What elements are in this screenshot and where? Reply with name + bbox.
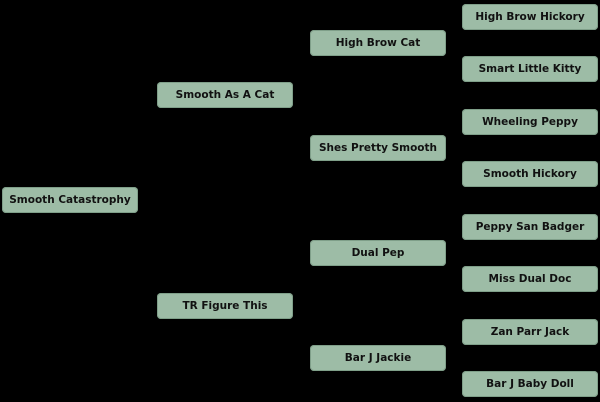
sire-dam-node: Shes Pretty Smooth xyxy=(310,135,446,161)
dam-dam-sire-node: Zan Parr Jack xyxy=(462,319,598,345)
sire-node: Smooth As A Cat xyxy=(157,82,293,108)
sire-sire-dam-node: Smart Little Kitty xyxy=(462,56,598,82)
dam-dam-node: Bar J Jackie xyxy=(310,345,446,371)
sire-dam-dam-node: Smooth Hickory xyxy=(462,161,598,187)
subject-node: Smooth Catastrophy xyxy=(2,187,138,213)
dam-sire-dam-node: Miss Dual Doc xyxy=(462,266,598,292)
sire-sire-sire-node: High Brow Hickory xyxy=(462,4,598,30)
sire-dam-sire-node: Wheeling Peppy xyxy=(462,109,598,135)
dam-node: TR Figure This xyxy=(157,293,293,319)
dam-sire-sire-node: Peppy San Badger xyxy=(462,214,598,240)
dam-dam-dam-node: Bar J Baby Doll xyxy=(462,371,598,397)
dam-sire-node: Dual Pep xyxy=(310,240,446,266)
sire-sire-node: High Brow Cat xyxy=(310,30,446,56)
